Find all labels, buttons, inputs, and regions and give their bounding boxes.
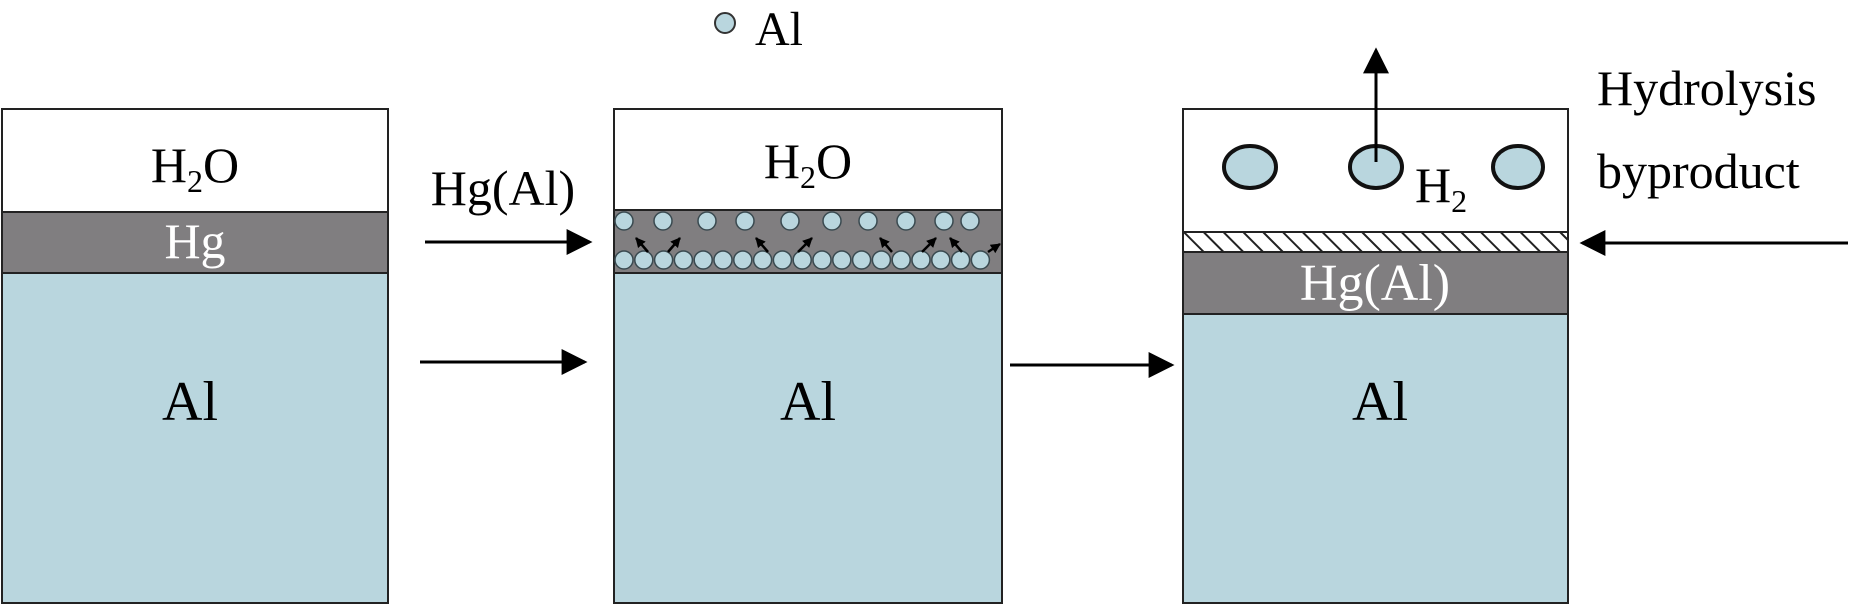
panel-3-amalgam-layer — [1182, 251, 1569, 315]
hydrolysis-byproduct-annotation: Hydrolysis byproduct — [1579, 60, 1848, 256]
al-particle — [858, 211, 878, 231]
al-particle — [896, 211, 916, 231]
al-particle — [614, 250, 634, 270]
al-particle — [950, 250, 971, 270]
diffusion-arrow — [635, 237, 649, 253]
panel-1-aluminum-label: Al — [162, 371, 218, 433]
al-particle — [851, 250, 872, 270]
panel-2-al-particles — [614, 211, 991, 270]
panel-1: H2O Hg Al — [1, 108, 389, 604]
al-particle — [891, 250, 911, 270]
al-particle — [752, 250, 773, 270]
diffusion-arrow — [949, 237, 963, 253]
diffusion-arrow — [921, 237, 937, 253]
al-particle — [792, 250, 812, 270]
panel-2-diffusion-arrows — [635, 237, 1001, 254]
al-particle — [673, 250, 694, 270]
panel-2-aluminum-layer — [613, 272, 1003, 604]
panel-3-aluminum-layer — [1182, 313, 1569, 604]
panel-2-water-label: H2O — [764, 133, 852, 195]
al-particle — [970, 250, 991, 270]
al-particle — [733, 250, 753, 270]
al-particle — [822, 211, 842, 231]
panel-3-byproduct-layer — [1182, 231, 1569, 253]
al-particle — [653, 250, 674, 270]
panel-1-water-label: H2O — [151, 137, 239, 199]
al-particle — [780, 211, 800, 231]
legend-label: Al — [755, 3, 803, 56]
hydrogen-bubble-1 — [1222, 144, 1278, 190]
panel-1-aluminum-layer — [1, 272, 389, 604]
al-particle — [653, 211, 673, 231]
hydrogen-label: H2 — [1415, 157, 1467, 219]
al-particle — [735, 211, 755, 231]
al-particle — [713, 250, 733, 270]
diffusion-arrow — [667, 237, 681, 253]
al-particle-legend-icon — [714, 12, 736, 34]
panel-3: H2 Hg(Al) Al — [1182, 47, 1569, 604]
al-particle — [934, 211, 954, 231]
hydrogen-bubble-3 — [1491, 144, 1545, 190]
panel-3-amalgam-label: Hg(Al) — [1300, 255, 1450, 312]
al-particle — [931, 250, 951, 270]
diffusion-arrow — [879, 237, 893, 253]
al-particle — [832, 250, 852, 270]
al-particle — [697, 211, 717, 231]
side-label-line-2: byproduct — [1597, 143, 1800, 199]
diffusion-arrow — [797, 237, 813, 253]
amalgam-formation-label: Hg(Al) — [431, 160, 575, 216]
panel-2: H2O Al — [613, 108, 1003, 604]
panel-2-aluminum-label: Al — [780, 371, 836, 433]
al-particle — [960, 211, 980, 231]
diffusion-arrow — [987, 242, 1001, 254]
al-particle — [871, 250, 892, 270]
al-particle — [911, 250, 931, 270]
panel-1-mercury-label: Hg — [164, 213, 225, 269]
al-particle — [812, 250, 832, 270]
legend: Al — [714, 3, 803, 56]
al-particle — [772, 250, 793, 270]
diffusion-arrow — [755, 237, 769, 253]
side-label-line-1: Hydrolysis — [1597, 60, 1816, 116]
panel-1-mercury-layer — [1, 211, 389, 274]
panel-3-aluminum-label: Al — [1352, 371, 1408, 433]
panel-1-water-layer — [1, 108, 389, 213]
transition-1-2: Hg(Al) — [420, 160, 593, 375]
al-particle — [693, 250, 713, 270]
al-particle — [634, 250, 654, 270]
al-particle — [614, 211, 634, 231]
panel-2-water-layer — [613, 108, 1003, 211]
